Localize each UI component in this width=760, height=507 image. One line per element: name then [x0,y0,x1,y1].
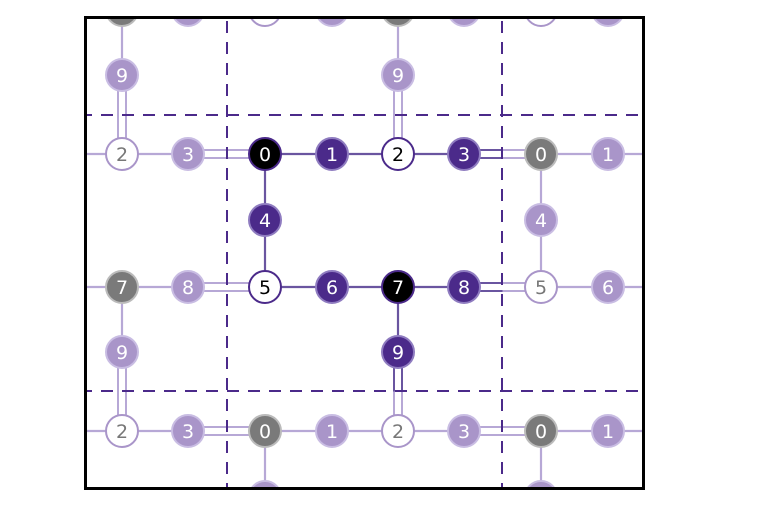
lattice-diagram: 7892378923567890123456789012345679012456… [87,19,642,487]
node-label: 0 [535,421,547,443]
node-label: 4 [535,210,547,232]
node-label: 3 [182,421,194,443]
node-label: 7 [116,19,128,22]
node-label: 6 [602,19,614,22]
node-label: 1 [602,144,614,166]
node-label: 9 [116,65,128,87]
node-2-image: 2 [105,414,139,448]
node-label: 2 [116,421,128,443]
node-2-image: 2 [105,137,139,171]
lattice-diagram-frame: 7892378923567890123456789012345679012456… [84,16,645,490]
node-3-primary: 3 [447,137,481,171]
node-6-primary: 6 [315,270,349,304]
node-2-primary: 2 [381,137,415,171]
node-label: 8 [182,19,194,22]
node-7-primary: 7 [381,270,415,304]
node-label: 1 [326,144,338,166]
node-4-image: 4 [524,203,558,237]
node-label: 2 [392,421,404,443]
cell-boundaries [87,19,642,487]
node-3-image: 3 [447,414,481,448]
node-label: 5 [259,277,271,299]
node-3-image: 3 [171,414,205,448]
node-label: 7 [116,277,128,299]
node-4-primary: 4 [248,203,282,237]
edges-layer [87,19,642,487]
node-6-image: 6 [593,19,623,27]
node-label: 1 [602,421,614,443]
node-0-image: 0 [524,414,558,448]
node-label: 2 [116,144,128,166]
node-label: 6 [326,277,338,299]
node-7-image: 7 [383,19,413,27]
node-6-image: 6 [591,270,625,304]
node-label: 2 [392,144,404,166]
node-4-image: 4 [527,480,555,487]
node-1-image: 1 [591,137,625,171]
node-2-image: 2 [381,414,415,448]
node-3-image: 3 [171,137,205,171]
node-label: 5 [535,277,547,299]
node-0-primary: 0 [248,137,282,171]
node-label: 3 [182,144,194,166]
node-label: 6 [602,277,614,299]
node-label: 9 [392,65,404,87]
node-1-image: 1 [591,414,625,448]
node-label: 1 [326,421,338,443]
node-4-image: 4 [251,480,279,487]
node-label: 7 [392,277,404,299]
node-9-primary: 9 [381,335,415,369]
node-8-image: 8 [173,19,203,27]
node-label: 8 [458,19,470,22]
nodes-layer: 7892378923567890123456789012345679012456… [105,19,625,487]
node-1-primary: 1 [315,137,349,171]
node-0-image: 0 [248,414,282,448]
node-9-image: 9 [105,58,139,92]
node-label: 4 [259,210,271,232]
node-5-image: 5 [526,19,556,27]
node-5-primary: 5 [248,270,282,304]
node-9-image: 9 [381,58,415,92]
node-label: 5 [259,19,271,22]
node-label: 6 [326,19,338,22]
node-label: 9 [392,342,404,364]
node-label: 0 [259,421,271,443]
node-8-image: 8 [449,19,479,27]
node-label: 3 [458,421,470,443]
node-label: 5 [535,19,547,22]
node-7-image: 7 [105,270,139,304]
node-label: 0 [259,144,271,166]
node-label: 9 [116,342,128,364]
node-7-image: 7 [107,19,137,27]
node-label: 3 [458,144,470,166]
node-label: 8 [182,277,194,299]
node-label: 7 [392,19,404,22]
node-0-image: 0 [524,137,558,171]
node-5-image: 5 [250,19,280,27]
node-8-image: 8 [171,270,205,304]
node-1-image: 1 [315,414,349,448]
node-label: 0 [535,144,547,166]
node-8-primary: 8 [447,270,481,304]
node-9-image: 9 [105,335,139,369]
node-label: 8 [458,277,470,299]
node-6-image: 6 [317,19,347,27]
node-5-image: 5 [524,270,558,304]
